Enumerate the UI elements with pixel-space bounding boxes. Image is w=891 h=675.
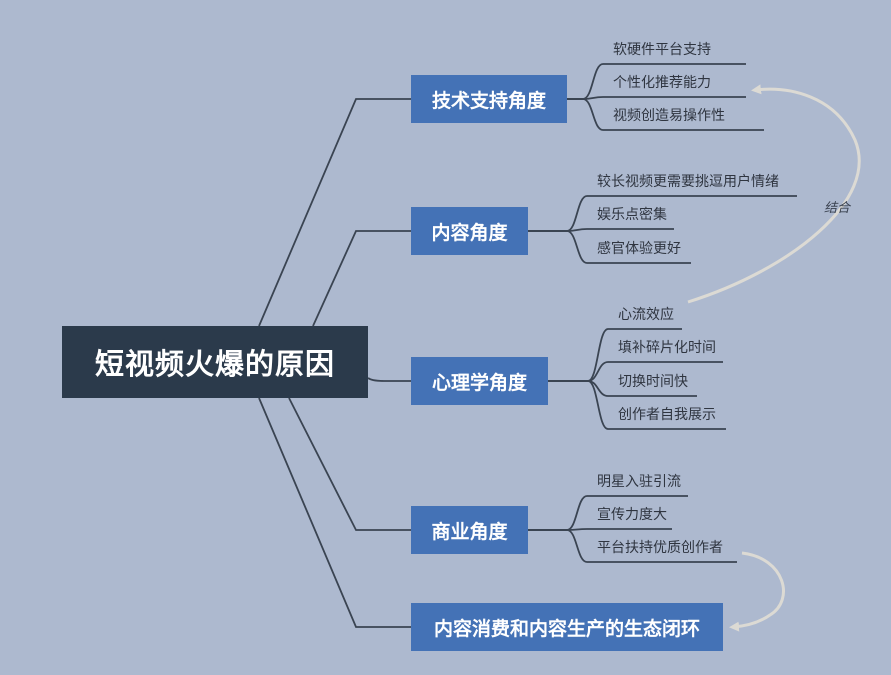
branch-topic-2[interactable]: 内容角度: [411, 207, 528, 255]
root-to-branch-connector-4: [288, 397, 411, 531]
root-to-branch-connector-3: [367, 377, 411, 382]
relation-curve-ecosystem: [729, 551, 785, 632]
branch-to-leaf-connector-2-3: [528, 230, 691, 264]
branch-topic-3[interactable]: 心理学角度: [411, 357, 548, 405]
leaf-topic-1-1[interactable]: 软硬件平台支持: [613, 42, 711, 58]
branch-to-leaf-connector-3-4: [548, 380, 726, 430]
leaf-topic-2-2[interactable]: 娱乐点密集: [597, 207, 667, 223]
leaf-topic-4-1[interactable]: 明星入驻引流: [597, 474, 681, 490]
leaf-topic-4-2[interactable]: 宣传力度大: [597, 507, 667, 523]
leaf-topic-3-4[interactable]: 创作者自我展示: [618, 407, 716, 423]
leaf-topic-2-3[interactable]: 感官体验更好: [597, 241, 681, 257]
leaf-topic-3-1[interactable]: 心流效应: [618, 307, 674, 323]
root-topic[interactable]: 短视频火爆的原因: [62, 326, 368, 398]
leaf-topic-4-3[interactable]: 平台扶持优质创作者: [597, 540, 723, 556]
branch-topic-4[interactable]: 商业角度: [411, 506, 528, 554]
leaf-topic-3-3[interactable]: 切换时间快: [618, 374, 688, 390]
branch-to-leaf-connector-4-3: [528, 529, 737, 563]
branch-to-leaf-connector-1-3: [567, 98, 764, 131]
leaf-topic-3-2[interactable]: 填补碎片化时间: [618, 340, 716, 356]
relation-label-jiehe: 结合: [824, 201, 851, 216]
branch-topic-5[interactable]: 内容消费和内容生产的生态闭环: [411, 603, 723, 651]
root-to-branch-connector-5: [258, 397, 411, 628]
leaf-topic-1-3[interactable]: 视频创造易操作性: [613, 108, 725, 124]
branch-topic-1[interactable]: 技术支持角度: [411, 75, 567, 123]
root-to-branch-connector-1: [258, 98, 411, 327]
root-to-branch-connector-2: [312, 230, 411, 327]
leaf-topic-1-2[interactable]: 个性化推荐能力: [613, 75, 711, 91]
leaf-topic-2-1[interactable]: 较长视频更需要挑逗用户情绪: [597, 174, 779, 190]
branch-to-leaf-connector-1-2: [567, 96, 746, 100]
relation-curve-jiehe: [687, 84, 861, 304]
